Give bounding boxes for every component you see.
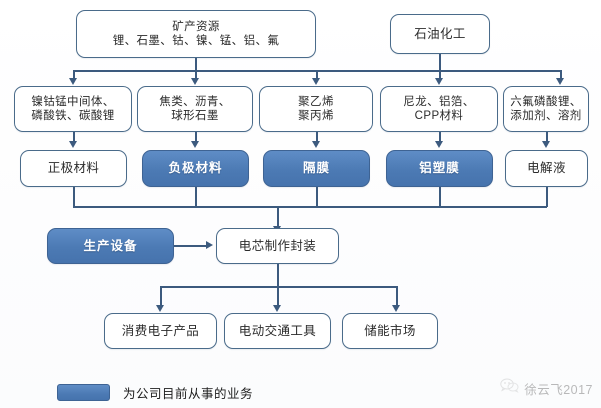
connector-equipment-to-cell	[174, 245, 207, 247]
connector-separator-down	[316, 187, 318, 207]
connector-petro-stem	[439, 54, 441, 70]
connector-drop-pepp	[316, 70, 318, 80]
watermark-text: 徐云飞2017	[524, 382, 593, 397]
connector-anode-down	[195, 187, 197, 207]
arrow-to-ncm	[69, 78, 77, 85]
arrow-to-ev	[273, 305, 281, 312]
connector-drop-ev	[277, 286, 279, 307]
node-pe-pp[interactable]: 聚乙烯 聚丙烯	[259, 86, 373, 132]
connector-pepp-to-separator	[316, 132, 318, 143]
arrow-to-anode	[191, 141, 199, 148]
connector-components-bus	[73, 206, 547, 208]
node-aluminum-plastic-film[interactable]: 铝塑膜	[386, 150, 493, 187]
connector-bus-to-cell	[277, 206, 279, 228]
node-energy-storage[interactable]: 储能市场	[342, 313, 438, 349]
arrow-to-alufilm	[435, 141, 443, 148]
node-lipf6-additive[interactable]: 六氟磷酸锂、 添加剂、溶剂	[503, 86, 589, 132]
arrow-to-electrolyte	[542, 141, 550, 148]
node-ncm-intermediate[interactable]: 镍钴锰中间体、 磷酸铁、碳酸锂	[14, 86, 132, 132]
connector-cell-down	[277, 264, 279, 286]
legend-color-swatch	[57, 384, 110, 401]
connector-drop-coke	[195, 70, 197, 80]
connector-coke-to-anode	[195, 132, 197, 143]
node-electrolyte[interactable]: 电解液	[505, 150, 588, 187]
arrow-equipment-to-cell	[206, 241, 213, 249]
connector-nylon-to-alufilm	[439, 132, 441, 143]
node-production-equipment[interactable]: 生产设备	[47, 228, 174, 264]
node-mineral-resources[interactable]: 矿产资源 锂、石墨、钴、镍、锰、铝、氟	[76, 10, 316, 58]
legend-label: 为公司目前从事的业务	[123, 387, 254, 401]
connector-drop-consumer	[160, 286, 162, 307]
connector-mineral-stem	[195, 58, 197, 70]
node-separator[interactable]: 隔膜	[263, 150, 370, 187]
connector-ncm-to-cathode	[73, 132, 75, 143]
node-coke-graphite[interactable]: 焦类、沥青、 球形石墨	[137, 86, 253, 132]
node-petrochemical[interactable]: 石油化工	[390, 14, 490, 54]
connector-drop-lipf6	[560, 70, 562, 80]
arrow-to-separator	[312, 141, 320, 148]
arrow-to-coke	[191, 78, 199, 85]
arrow-to-cathode	[69, 141, 77, 148]
arrow-to-lipf6	[556, 78, 564, 85]
connector-cathode-down	[73, 187, 75, 207]
node-cell-assembly[interactable]: 电芯制作封装	[216, 228, 339, 264]
connector-drop-ncm	[73, 70, 75, 80]
connector-electrolyte-down	[546, 187, 548, 207]
connector-alufilm-down	[439, 187, 441, 207]
arrow-to-storage	[392, 305, 400, 312]
node-consumer-electronics[interactable]: 消费电子产品	[104, 313, 217, 349]
wechat-icon	[500, 378, 519, 398]
arrow-to-nylon	[435, 78, 443, 85]
connector-lipf6-to-electrolyte	[546, 132, 548, 143]
arrow-to-pepp	[312, 78, 320, 85]
connector-drop-storage	[396, 286, 398, 307]
node-nylon-cpp[interactable]: 尼龙、铝箔、 CPP材料	[380, 86, 498, 132]
connector-drop-nylon	[439, 70, 441, 80]
watermark: 徐云飞2017	[500, 378, 593, 398]
legend: 为公司目前从事的业务	[57, 383, 253, 402]
arrow-to-consumer	[156, 305, 164, 312]
node-electric-vehicles[interactable]: 电动交通工具	[224, 313, 331, 349]
node-cathode-material[interactable]: 正极材料	[20, 150, 127, 187]
node-anode-material[interactable]: 负极材料	[142, 150, 249, 187]
